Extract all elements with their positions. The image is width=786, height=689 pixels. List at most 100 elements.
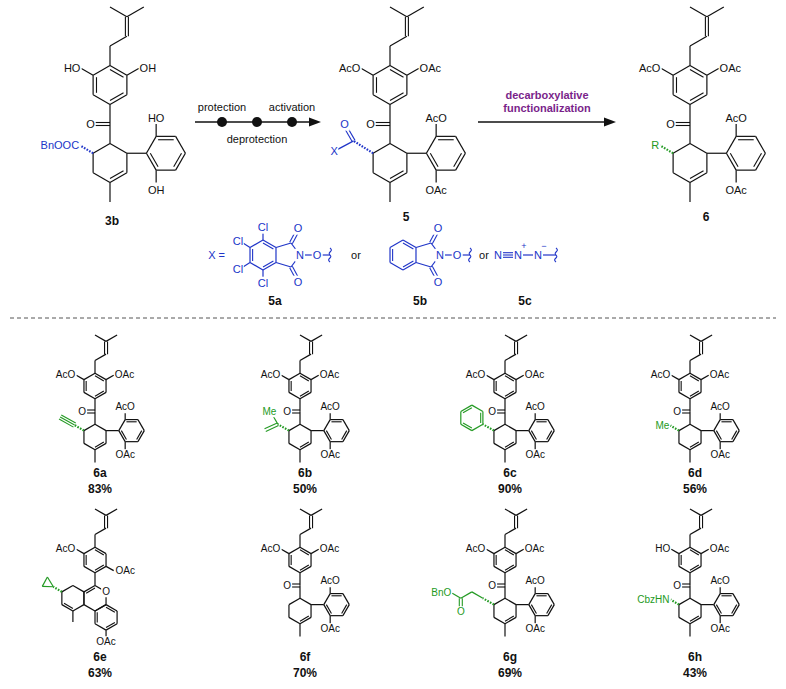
bond-line — [463, 408, 472, 413]
bond-line — [300, 550, 309, 555]
bond-line — [403, 261, 413, 267]
atom-label: O — [293, 276, 304, 289]
bond-line — [84, 443, 95, 449]
atom-label: AcO — [55, 369, 76, 381]
bond-line — [493, 431, 494, 444]
bond-line — [311, 604, 324, 605]
bond-line — [690, 616, 699, 621]
bond-line — [535, 615, 548, 616]
atom-label: OAc — [319, 449, 340, 461]
bond-line — [300, 391, 309, 396]
bond-line — [504, 361, 505, 374]
bond-line — [86, 588, 95, 593]
bond-line — [73, 586, 84, 592]
bond-line — [714, 594, 720, 605]
bond-line — [736, 170, 756, 171]
bond-line — [673, 95, 690, 105]
atom-label: O — [85, 118, 96, 131]
bond-line — [331, 595, 341, 596]
bond-line — [72, 611, 73, 622]
bond-line — [689, 412, 690, 425]
bond-line — [689, 183, 690, 203]
bond-line — [96, 77, 97, 93]
bond-line — [116, 611, 117, 624]
bond-line — [329, 248, 332, 262]
bond-line — [83, 380, 84, 393]
reaction-arrow — [478, 121, 606, 122]
bond-line — [515, 431, 516, 444]
bond-line — [324, 420, 330, 431]
bond-line — [390, 144, 407, 154]
bond-line — [300, 528, 311, 534]
bond-line — [679, 424, 690, 430]
bond-line — [436, 124, 437, 136]
bond-line — [494, 598, 505, 604]
bond-line — [288, 554, 289, 567]
bond-line — [678, 605, 679, 618]
bond-line — [390, 240, 403, 248]
bond-line — [281, 375, 289, 379]
bond-line — [95, 335, 106, 341]
bond-line — [504, 624, 505, 637]
bond-line — [460, 412, 461, 425]
bond-line — [93, 144, 110, 154]
bond-line — [678, 554, 679, 567]
bond-line — [278, 424, 289, 430]
bond-line — [494, 547, 505, 553]
bond-line — [426, 136, 436, 153]
compound-number: 6c — [502, 467, 517, 481]
bond-line — [97, 612, 98, 622]
bond-line — [690, 565, 699, 570]
bond-line — [94, 412, 95, 425]
bond-line — [690, 93, 704, 101]
bond-line — [83, 554, 84, 567]
bond-line — [310, 380, 311, 393]
bond-line — [289, 547, 300, 553]
atom-label: O — [282, 406, 292, 418]
yield-label: 83% — [87, 483, 113, 497]
yield-label: 63% — [87, 667, 113, 681]
bond-line — [390, 36, 407, 46]
substituent-label: CbzHN — [636, 594, 670, 606]
bond-line — [390, 93, 404, 101]
bond-line — [110, 69, 124, 77]
bond-line — [535, 441, 548, 442]
conjunction-label: or — [478, 249, 490, 262]
bond-line — [436, 170, 437, 182]
bond-line — [127, 7, 144, 17]
bond-line — [299, 361, 300, 374]
bond-line — [42, 577, 47, 586]
bond-line — [690, 36, 707, 46]
bond-line — [535, 593, 548, 594]
bond-line — [436, 170, 456, 171]
atom-label: OAc — [524, 449, 545, 461]
atom-label: AcO — [709, 576, 730, 588]
atom-label: N — [493, 249, 503, 262]
bond-line — [706, 75, 707, 95]
bond-line — [309, 341, 310, 354]
yield-label: 70% — [292, 667, 318, 681]
bond-line — [263, 261, 273, 267]
bond-line — [673, 144, 690, 154]
bond-line — [373, 66, 390, 76]
bond-line — [454, 153, 462, 167]
bond-line — [276, 263, 291, 268]
bond-line — [721, 595, 731, 596]
atom-label: OAc — [709, 449, 730, 461]
bond-line — [505, 528, 516, 534]
bond-line — [80, 145, 93, 153]
atom-label: AcO — [260, 369, 281, 381]
bond-line — [289, 566, 300, 572]
bond-line — [311, 549, 319, 553]
bond-line — [483, 424, 494, 430]
bond-line — [376, 77, 377, 93]
bond-line — [701, 430, 714, 431]
bond-line — [373, 95, 390, 105]
bond-line — [701, 509, 712, 515]
bond-line — [505, 442, 514, 447]
bond-line — [373, 173, 390, 183]
bond-line — [373, 153, 374, 173]
bond-line — [93, 66, 110, 76]
bond-line — [679, 617, 690, 623]
atom-label: AcO — [524, 576, 545, 588]
